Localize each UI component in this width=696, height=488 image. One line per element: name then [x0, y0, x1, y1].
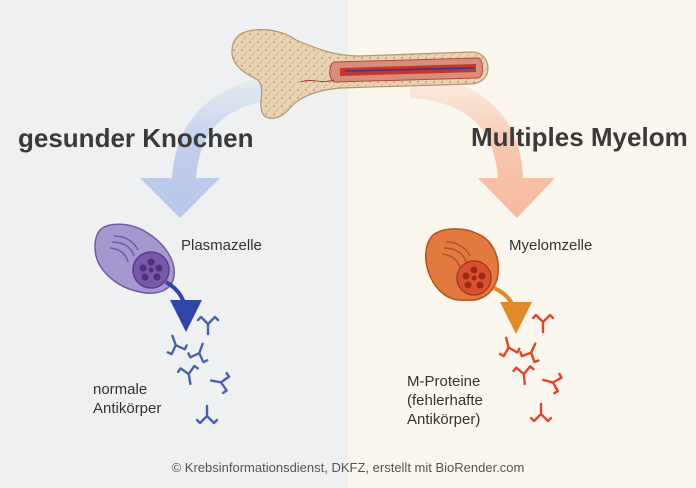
myeloma-cell-icon: [425, 228, 500, 301]
m-proteins-label: M-Proteine (fehlerhafte Antikörper): [407, 372, 483, 429]
antibody-icon: [196, 315, 220, 336]
myeloma-flow-arrow: [410, 72, 555, 218]
m-proteins-line-3: Antikörper): [407, 411, 481, 428]
antibody-icon: [529, 402, 553, 423]
antibody-icon: [531, 313, 555, 334]
antibody-icon: [495, 334, 522, 359]
antibody-icon: [539, 369, 564, 396]
m-proteins: [495, 313, 564, 423]
antibody-icon: [186, 339, 214, 365]
m-proteins-line-2: (fehlerhafte: [407, 392, 483, 409]
plasma-cell-icon: [94, 223, 175, 294]
myeloma-secretion-arrow: [493, 286, 532, 334]
plasma-cell-label: Plasmazelle: [181, 237, 262, 254]
bone-icon: [231, 29, 489, 119]
antibody-icon: [161, 331, 189, 357]
plasma-secretion-arrow: [164, 280, 202, 332]
m-proteins-line-1: M-Proteine: [407, 373, 481, 390]
healthy-heading: gesunder Knochen: [18, 123, 254, 153]
antibody-icon: [208, 369, 231, 395]
antibody-icon: [512, 364, 536, 387]
myeloma-cell-label: Myelomzelle: [509, 237, 593, 254]
antibody-icon: [176, 364, 202, 387]
antibody-icon: [195, 404, 219, 425]
myeloma-heading: Multiples Myelom: [471, 122, 688, 152]
normal-antibodies-line-2: Antikörper: [93, 400, 162, 417]
antibody-icon: [517, 338, 546, 365]
normal-antibodies-line-1: normale: [93, 381, 148, 398]
normal-antibodies-label: normale Antikörper: [93, 380, 161, 418]
credit-line: © Krebsinformationsdienst, DKFZ, erstell…: [171, 460, 525, 475]
healthy-flow-arrow: [140, 72, 290, 218]
normal-antibodies: [161, 315, 231, 425]
